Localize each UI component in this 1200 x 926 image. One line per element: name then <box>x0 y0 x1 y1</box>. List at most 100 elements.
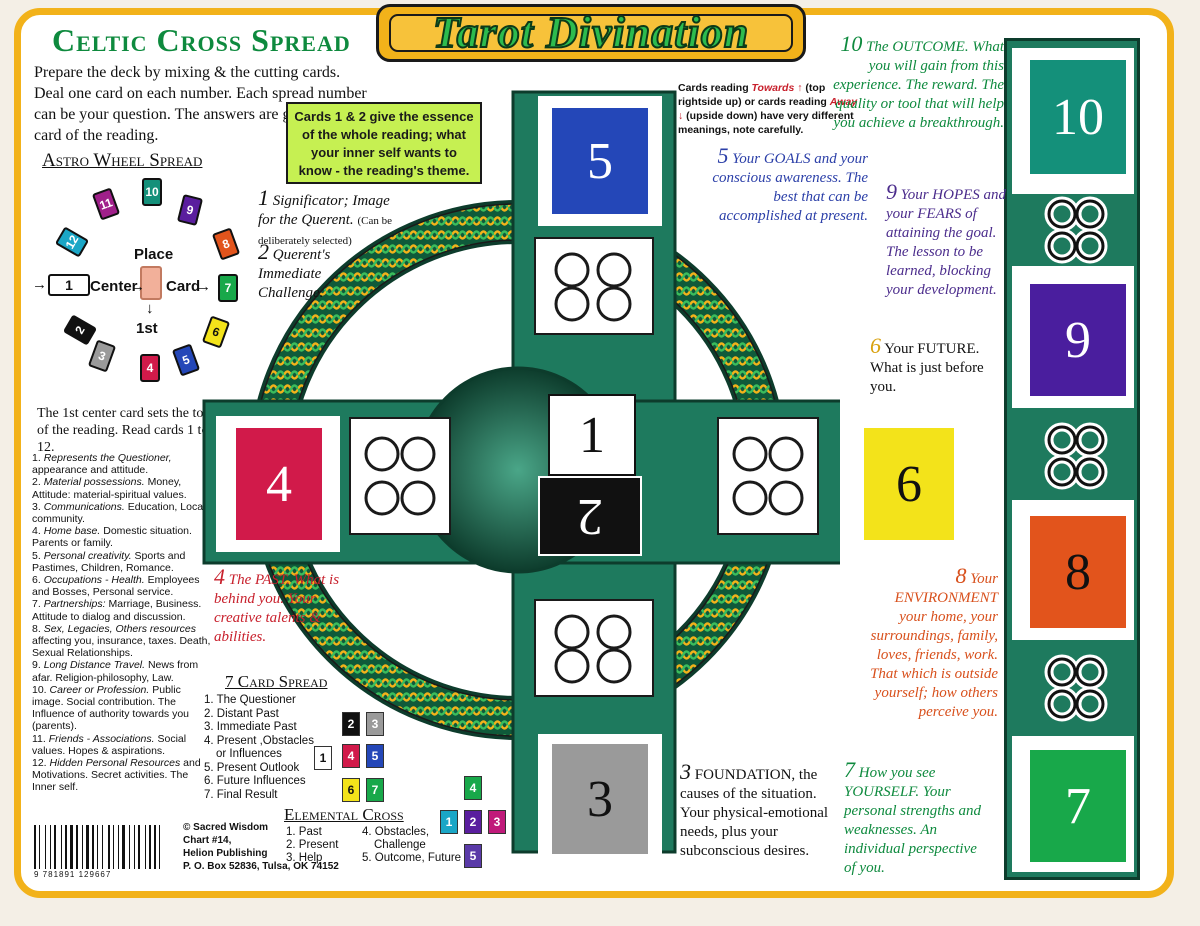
position-3-text: FOUNDATION, the causes of the situation.… <box>680 767 829 859</box>
astro-house-list: 1. Represents the Questioner, appearance… <box>32 452 212 794</box>
barcode-bar <box>39 825 40 869</box>
arrow-into-1-icon: → <box>32 276 47 293</box>
astro-house-5: 5. Personal creativity. Sports and Pasti… <box>32 550 212 574</box>
house-detail: Employees and Bosses, Personal service. <box>32 574 200 599</box>
seven-item: 6. Future Influences <box>204 775 306 787</box>
house-keyword: Communications. <box>43 500 125 513</box>
arrow-center-icon: → <box>130 278 145 295</box>
barcode-bar <box>129 825 130 869</box>
seven-item: or Influences <box>216 748 282 760</box>
seven-card-5: 5 <box>366 744 384 768</box>
astro-card-5: 5 <box>171 343 201 377</box>
astro-house-2: 2. Material possessions. Money, Attitude… <box>32 476 212 500</box>
position-2-number: 2 <box>258 239 269 264</box>
barcode-bar <box>99 825 101 869</box>
barcode-number: 9 781891 129667 <box>34 870 112 879</box>
orientation-suffix: (upside down) have very different meanin… <box>678 110 854 136</box>
barcode-bar <box>65 825 67 869</box>
astro-center-note: The 1st center card sets the tone of the… <box>37 406 217 455</box>
position-5-text: Your GOALS and your conscious awareness.… <box>712 151 868 224</box>
position-7-desc: 7 How you see YOURSELF. Your personal st… <box>844 757 990 878</box>
astro-house-10: 10. Career or Profession. Public image. … <box>32 684 212 733</box>
barcode-bar <box>92 825 94 869</box>
barcode-bar <box>37 825 38 869</box>
arrow-first-icon: ↓ <box>146 300 154 317</box>
astro-card-4: 4 <box>140 354 160 382</box>
house-number: 5. <box>32 549 44 562</box>
seven-card-2: 2 <box>342 712 360 736</box>
spread-card-8: 8 <box>1030 516 1126 628</box>
barcode-bar <box>61 825 62 869</box>
barcode-bar <box>161 825 164 869</box>
barcode-bar <box>54 825 56 869</box>
barcode-bar <box>63 825 64 869</box>
position-7-number: 7 <box>844 757 855 782</box>
barcode-bar <box>141 825 144 869</box>
position-8-number: 8 <box>955 563 967 588</box>
credit-line: P. O. Box 52836, Tulsa, OK 74152 <box>183 861 339 872</box>
spread-card-9: 9 <box>1030 284 1126 396</box>
barcode-bar <box>111 825 112 869</box>
knot-weaves <box>364 252 804 684</box>
house-number: 12. <box>32 757 50 770</box>
astro-house-6: 6. Occupations - Health. Employees and B… <box>32 574 212 598</box>
barcode-bar <box>115 825 117 869</box>
arrow-up-icon: ↑ <box>794 82 803 94</box>
astro-house-12: 12. Hidden Personal Resources and Motiva… <box>32 757 212 794</box>
barcode-bar <box>131 825 133 869</box>
barcode-bar <box>79 825 81 869</box>
spread-card-1: 1 <box>548 394 636 476</box>
barcode-bar <box>41 825 44 869</box>
barcode-bar <box>108 825 110 869</box>
position-4-desc: 4 The PAST. What is behind you. Your cre… <box>214 564 340 647</box>
barcode-bar <box>157 825 158 869</box>
barcode-bar <box>145 825 146 869</box>
position-1-number: 1 <box>258 185 269 210</box>
astro-house-7: 7. Partnerships: Marriage, Business. Att… <box>32 598 212 622</box>
credit-line: Helion Publishing <box>183 848 268 859</box>
main-title: Tarot Divination <box>432 8 750 57</box>
barcode-bar <box>104 825 107 869</box>
house-number: 9. <box>32 659 44 672</box>
seven-card-title: 7 Card Spread <box>225 672 328 691</box>
seven-item: 2. Distant Past <box>204 707 279 720</box>
house-detail: News from afar. Religion-philosophy, Law… <box>32 659 199 684</box>
elemental-item: 5. Outcome, Future <box>362 852 462 864</box>
house-number: 6. <box>32 574 44 587</box>
house-keyword: Personal creativity. <box>43 549 132 562</box>
astro-house-11: 11. Friends - Associations. Social value… <box>32 733 212 757</box>
spread-card-2: 2 <box>538 476 642 556</box>
elemental-item: 4. Obstacles, <box>362 826 430 838</box>
barcode <box>34 825 164 869</box>
barcode-bar <box>76 825 78 869</box>
barcode-bar <box>34 825 36 869</box>
position-9-desc: 9 Your HOPES and your FEARS of attaining… <box>886 181 1020 300</box>
position-8-desc: 8 Your ENVIRONMENT your home, your surro… <box>864 563 998 722</box>
barcode-bar <box>138 825 140 869</box>
house-keyword: Represents the Questioner, <box>43 452 172 464</box>
orientation-mid: (top rightside up) or cards reading <box>678 82 830 108</box>
barcode-bar <box>149 825 151 869</box>
astro-label-first: 1st <box>136 320 158 337</box>
spread-card-7: 7 <box>1030 750 1126 862</box>
spread-card-4: 4 <box>236 428 322 540</box>
house-number: 4. <box>32 525 44 538</box>
barcode-bar <box>57 825 60 869</box>
house-number: 10. <box>32 683 50 696</box>
barcode-bar <box>159 825 160 869</box>
position-2-text: Querent's Immediate Challenge. <box>258 247 331 301</box>
seven-item: 7. Final Result <box>204 788 278 801</box>
position-5-desc: 5 Your GOALS and your conscious awarenes… <box>688 145 868 226</box>
barcode-bar <box>82 825 83 869</box>
astro-house-3: 3. Communications. Education, Local comm… <box>32 501 212 525</box>
seven-item: 1. The Questioner <box>204 694 296 706</box>
house-number: 8. <box>32 622 44 635</box>
astro-label-place: Place <box>134 246 174 263</box>
position-4-number: 4 <box>214 564 225 589</box>
astro-card-3: 3 <box>87 339 117 373</box>
astro-card-11: 11 <box>91 187 121 221</box>
barcode-bar <box>154 825 156 869</box>
